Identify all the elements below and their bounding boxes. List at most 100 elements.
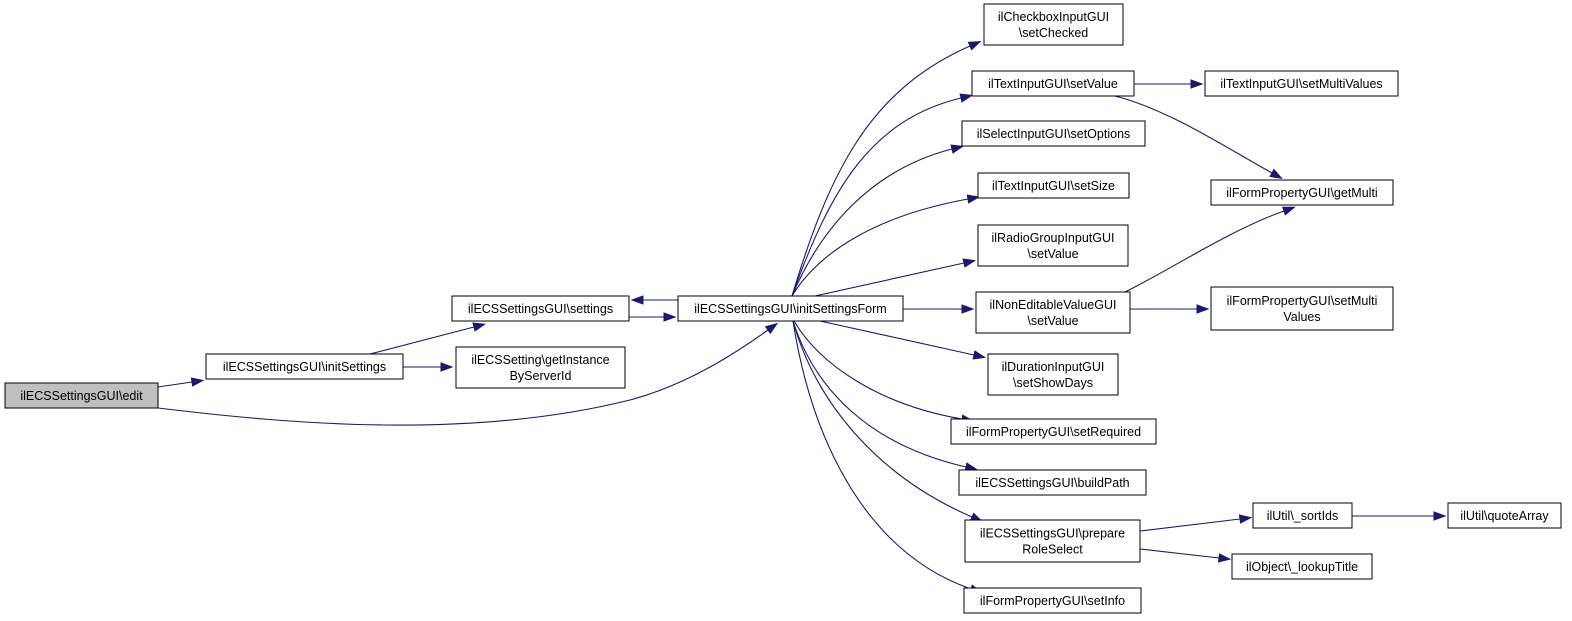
arrowhead — [959, 93, 974, 103]
node-initSettingsForm[interactable]: ilECSSettingsGUI\initSettingsForm — [677, 295, 904, 322]
edge-initSettingsForm-to-neSetValue — [903, 304, 975, 314]
node-label: ilCheckboxInputGUI — [998, 10, 1109, 24]
node-tiSetSize[interactable]: ilTextInputGUI\setSize — [977, 172, 1130, 199]
arrowhead — [972, 350, 987, 360]
node-tiSetMultiValues[interactable]: ilTextInputGUI\setMultiValues — [1204, 70, 1399, 97]
node-box — [983, 3, 1124, 46]
node-box — [971, 70, 1135, 97]
edge-sortIds-to-quoteArray — [1352, 511, 1447, 521]
edge-initSettingsForm-to-siSetOptions — [791, 144, 965, 297]
arrowhead — [962, 258, 977, 268]
edge-initSettings-to-settings — [369, 322, 487, 355]
edge-tiSetValue-to-fpGetMulti — [1114, 95, 1283, 180]
edge-tiSetValue-to-tiSetMultiValues — [1134, 79, 1204, 89]
edge-neSetValue-to-fpGetMulti — [1124, 206, 1296, 293]
node-tiSetValue[interactable]: ilTextInputGUI\setValue — [971, 70, 1135, 97]
edge-line — [792, 320, 967, 468]
node-box — [677, 295, 904, 322]
node-fpGetMulti[interactable]: ilFormPropertyGUI\getMulti — [1210, 179, 1394, 206]
arrowhead — [630, 295, 644, 305]
node-label: \setChecked — [1019, 26, 1089, 40]
arrowhead — [764, 322, 779, 335]
node-box — [964, 519, 1141, 563]
node-initSettings[interactable]: ilECSSettingsGUI\initSettings — [205, 353, 404, 380]
edge-line — [369, 326, 475, 355]
edge-initSettingsForm-to-settings — [630, 295, 678, 305]
edge-line — [157, 329, 769, 426]
node-box — [205, 353, 404, 380]
node-label: ByServerId — [510, 369, 572, 383]
node-box — [455, 346, 626, 389]
edge-prepareRoleSelect-to-sortIds — [1139, 514, 1253, 532]
node-box — [1210, 179, 1394, 206]
arrowhead — [1217, 553, 1232, 563]
edge-initSettingsForm-to-prepareRoleSelect — [792, 320, 984, 522]
node-neSetValue[interactable]: ilNonEditableValueGUI \setValue — [975, 291, 1131, 334]
node-cbSetChecked[interactable]: ilCheckboxInputGUI \setChecked — [983, 3, 1124, 46]
node-box — [961, 120, 1146, 147]
node-box — [950, 418, 1157, 445]
node-box — [987, 353, 1119, 396]
node-box — [1447, 502, 1562, 529]
node-siSetOptions[interactable]: ilSelectInputGUI\setOptions — [961, 120, 1146, 147]
node-diSetShowDays[interactable]: ilDurationInputGUI \setShowDays — [987, 353, 1119, 396]
edge-edit-to-initSettingsForm — [157, 322, 779, 426]
arrowhead — [961, 304, 975, 314]
edge-initSettingsForm-to-tiSetSize — [791, 194, 981, 297]
edge-initSettingsForm-to-tiSetValue — [791, 93, 974, 297]
edge-line — [1124, 210, 1285, 293]
edge-line — [1114, 95, 1273, 174]
node-layer: ilECSSettingsGUI\edit ilECSSettingsGUI\in… — [4, 3, 1562, 614]
node-settings[interactable]: ilECSSettingsGUI\settings — [451, 295, 630, 322]
edge-edit-to-initSettings — [157, 377, 205, 388]
node-label: \setValue — [1027, 314, 1078, 328]
node-fpSetRequired[interactable]: ilFormPropertyGUI\setRequired — [950, 418, 1157, 445]
edge-line — [791, 97, 962, 297]
arrowhead — [1190, 79, 1204, 89]
node-fpSetMultiValues[interactable]: ilFormPropertyGUI\setMultiValues — [1210, 286, 1394, 331]
node-label: ilObject\_lookupTitle — [1246, 560, 1358, 574]
node-box — [977, 172, 1130, 199]
node-quoteArray[interactable]: ilUtil\quoteArray — [1447, 502, 1562, 529]
edge-initSettingsForm-to-fpSetRequired — [793, 320, 975, 424]
node-label: Values — [1283, 310, 1320, 324]
edge-neSetValue-to-fpSetMultiValues — [1130, 304, 1210, 314]
arrowhead — [966, 194, 981, 204]
arrowhead — [190, 377, 205, 387]
edge-initSettingsForm-to-cbSetChecked — [791, 41, 982, 297]
node-box — [1252, 502, 1353, 529]
node-edit[interactable]: ilECSSettingsGUI\edit — [4, 382, 159, 409]
edge-prepareRoleSelect-to-lookupTitle — [1139, 548, 1232, 563]
arrowhead — [1196, 304, 1210, 314]
node-label: ilECSSetting\getInstance — [471, 353, 609, 367]
edge-line — [814, 262, 965, 297]
edge-initSettingsForm-to-rgSetValue — [814, 258, 977, 297]
node-label: ilTextInputGUI\setValue — [988, 77, 1118, 91]
node-label: ilNonEditableValueGUI — [990, 298, 1117, 312]
node-label: ilFormPropertyGUI\setRequired — [966, 425, 1141, 439]
arrowhead — [1281, 206, 1296, 216]
edge-initSettingsForm-to-diSetShowDays — [819, 320, 987, 360]
node-sortIds[interactable]: ilUtil\_sortIds — [1252, 502, 1353, 529]
node-label: ilECSSettingsGUI\settings — [468, 302, 613, 316]
node-label: ilECSSettingsGUI\initSettingsForm — [694, 302, 886, 316]
node-box — [1231, 553, 1373, 580]
arrowhead — [440, 362, 454, 372]
edge-line — [791, 45, 971, 297]
edge-line — [792, 320, 973, 518]
edge-line — [793, 320, 963, 420]
node-label: RoleSelect — [1022, 543, 1083, 557]
edge-settings-to-initSettingsForm — [629, 312, 677, 322]
node-label: ilFormPropertyGUI\setMulti — [1227, 294, 1378, 308]
node-box — [977, 224, 1129, 267]
arrowhead — [950, 144, 965, 154]
node-buildPath[interactable]: ilECSSettingsGUI\buildPath — [958, 469, 1147, 496]
node-lookupTitle[interactable]: ilObject\_lookupTitle — [1231, 553, 1373, 580]
node-label: \setShowDays — [1013, 376, 1093, 390]
node-rgSetValue[interactable]: ilRadioGroupInputGUI\setValue — [977, 224, 1129, 267]
node-fpSetInfo[interactable]: ilFormPropertyGUI\setInfo — [963, 587, 1142, 614]
node-label: ilDurationInputGUI — [1002, 360, 1105, 374]
node-label: ilUtil\quoteArray — [1460, 509, 1549, 523]
